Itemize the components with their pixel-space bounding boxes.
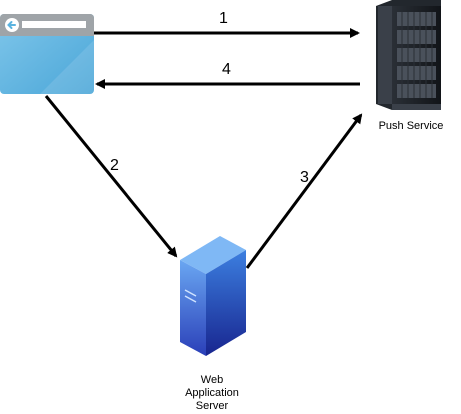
edge-label-4: 4 — [222, 61, 231, 78]
server-tower-icon — [180, 236, 246, 356]
browser-window-icon — [0, 14, 94, 94]
edge-3 — [245, 113, 363, 269]
edge-2 — [44, 95, 178, 258]
server-rack-icon — [376, 0, 441, 110]
label-line-web: Web — [200, 374, 224, 386]
label-line-server: Server — [195, 400, 229, 412]
push-service-label: Push Service — [378, 120, 444, 132]
edge-label-1: 1 — [219, 10, 228, 27]
edge-label-2: 2 — [110, 157, 119, 174]
label-line-application: Application — [185, 387, 239, 399]
web-application-server-label: Web Application Server — [172, 374, 252, 413]
edge-label-3: 3 — [300, 169, 309, 186]
